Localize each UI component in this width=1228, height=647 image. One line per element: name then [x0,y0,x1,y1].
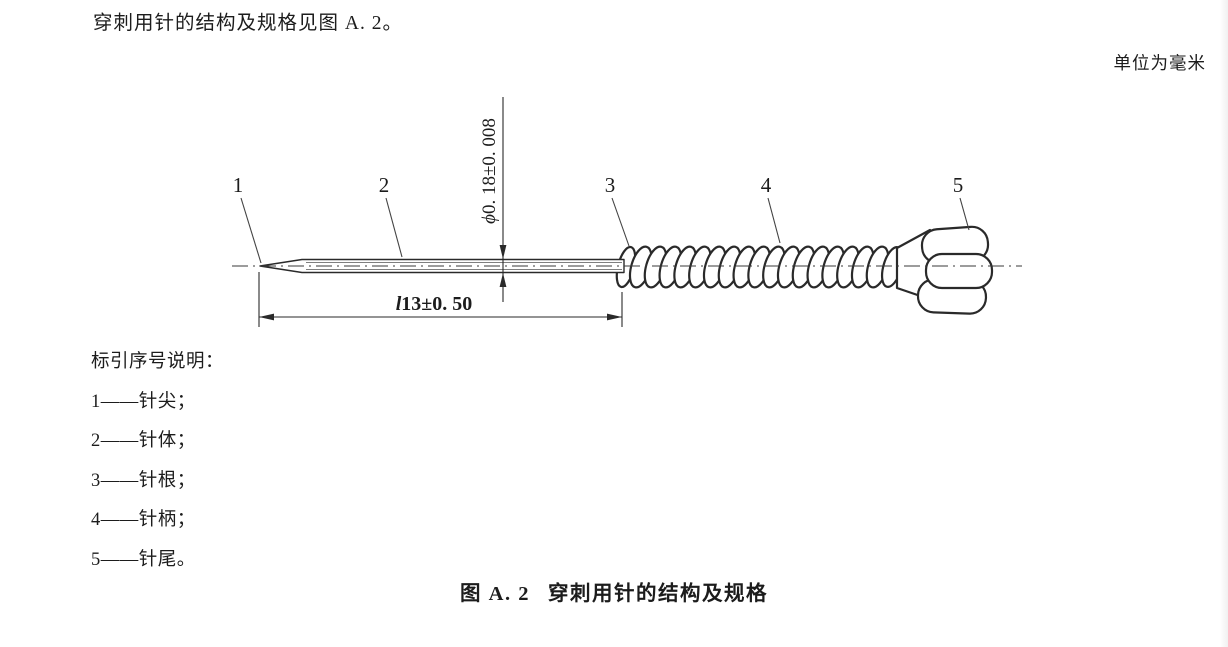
needle-tail-loop [895,225,994,315]
diameter-dimension: ϕ0. 18±0. 008 [479,97,507,302]
needle-handle-coil [615,245,904,289]
figure-caption-label: 图 A. 2 [460,583,530,605]
figure-caption: 图 A. 2 穿刺用针的结构及规格 [0,576,1228,606]
legend-item: 2——针体； [91,431,196,451]
legend-item: 1——针尖； [91,391,196,412]
part-label-1: 1 [233,173,244,197]
part-label-2: 2 [379,173,390,197]
arrow-up [499,273,507,287]
legend-item: 4——针柄； [91,510,196,530]
legend-item: 3——针根； [91,470,196,491]
intro-text: 穿刺用针的结构及规格见图 A. 2。 [93,13,403,34]
length-dimension: l13±0. 50 [258,272,623,327]
part-label-5: 5 [953,173,964,197]
unit-note: 单位为毫米 [1113,53,1206,73]
arrow-left [259,313,274,321]
arrow-down [499,245,507,259]
part-leader-lines [240,197,970,264]
part-label-3: 3 [605,173,616,197]
part-number-labels: 1 2 3 4 5 [233,173,964,197]
legend: 标引序号说明： 1——针尖； 2——针体； 3——针根； 4——针柄； 5——针… [91,347,224,571]
figure-caption-title: 穿刺用针的结构及规格 [547,583,768,605]
scan-page-edge [1220,0,1228,647]
part-label-4: 4 [761,173,772,197]
legend-heading: 标引序号说明： [91,352,225,372]
legend-item: 5——针尾。 [91,549,196,570]
diameter-dimension-text: ϕ0. 18±0. 008 [479,118,500,224]
arrow-right [607,313,622,321]
length-dimension-text: l13±0. 50 [396,293,473,315]
